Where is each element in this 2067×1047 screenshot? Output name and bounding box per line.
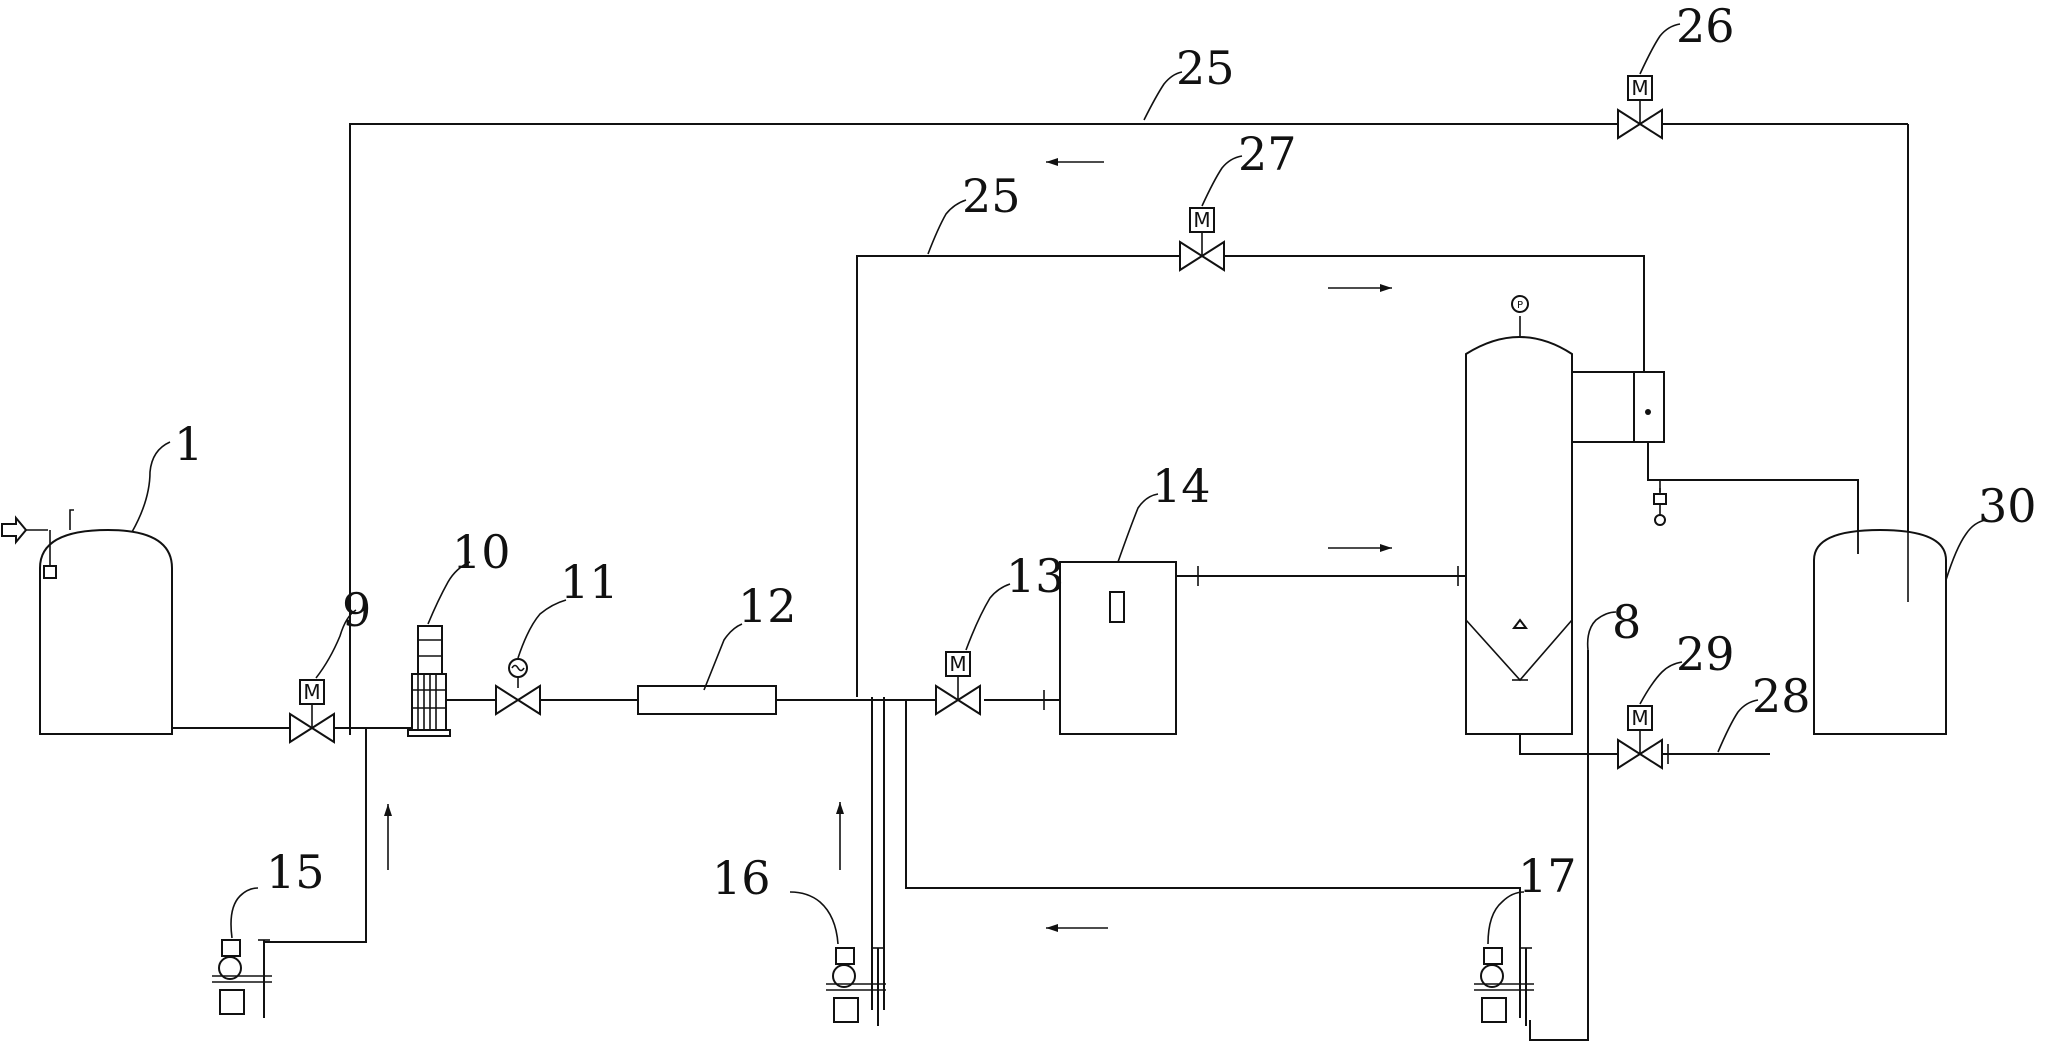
motor-mark: M	[1631, 706, 1648, 730]
arrow-icon	[384, 804, 392, 870]
label-pump-17: 17	[1518, 849, 1577, 903]
pump-15[interactable]	[212, 939, 272, 1018]
motor-mark: M	[1631, 76, 1648, 100]
arrow-icon	[1328, 544, 1392, 552]
inlet-arrow-icon	[1, 515, 48, 545]
level-gauge-icon	[1653, 488, 1667, 526]
valve-11[interactable]	[495, 658, 541, 716]
label-box-14: 14	[1152, 459, 1211, 513]
label-valve-13: 13	[1006, 549, 1065, 603]
label-valve-11: 11	[560, 555, 619, 609]
component-labels: 1 9 10 11 12 13 14 25 25 26 27 8 29 28 3…	[174, 0, 2037, 905]
arrow-icon	[1046, 158, 1104, 166]
motor-mark: M	[949, 652, 966, 676]
label-valve-26: 26	[1676, 0, 1735, 53]
tank-1	[1, 509, 173, 735]
motor-mark: M	[303, 680, 320, 704]
arrow-icon	[1046, 924, 1108, 932]
leader-lines	[131, 23, 1987, 945]
arrow-icon	[1328, 284, 1392, 292]
valve-26[interactable]: M	[1617, 75, 1663, 140]
label-vessel-8: 8	[1612, 595, 1641, 649]
label-pump-15: 15	[266, 845, 325, 899]
label-filter-12: 12	[738, 579, 797, 633]
pump-10[interactable]	[407, 625, 451, 737]
pipe-network	[172, 123, 1909, 1041]
valve-27[interactable]: M	[1179, 207, 1225, 272]
label-tank-1: 1	[174, 417, 203, 471]
label-pipe-28: 28	[1752, 669, 1811, 723]
label-valve-27: 27	[1238, 127, 1297, 181]
label-pipe-25-top: 25	[1176, 41, 1235, 95]
label-valve-29: 29	[1676, 627, 1735, 681]
label-pipe-25-inner: 25	[962, 169, 1021, 223]
valve-13[interactable]: M	[935, 651, 981, 716]
svg-text:P: P	[1517, 300, 1523, 311]
filter-12	[637, 685, 777, 715]
label-pump-16: 16	[712, 851, 771, 905]
label-pump-10: 10	[452, 525, 511, 579]
pump-17[interactable]	[1474, 947, 1534, 1026]
tank-30	[1813, 480, 1947, 735]
pipe-25-top	[349, 123, 1618, 735]
pipe-25-inner	[856, 255, 1180, 697]
label-tank-30: 30	[1978, 479, 2037, 533]
arrow-icon	[836, 802, 844, 870]
label-valve-9: 9	[342, 583, 371, 637]
box-14	[1059, 561, 1177, 735]
valve-29[interactable]: M	[1617, 705, 1663, 770]
pump-16[interactable]	[826, 947, 886, 1026]
flow-arrows	[384, 158, 1392, 932]
motor-mark: M	[1193, 208, 1210, 232]
vessel-8: P	[1465, 295, 1667, 735]
valve-9[interactable]: M	[289, 679, 335, 744]
